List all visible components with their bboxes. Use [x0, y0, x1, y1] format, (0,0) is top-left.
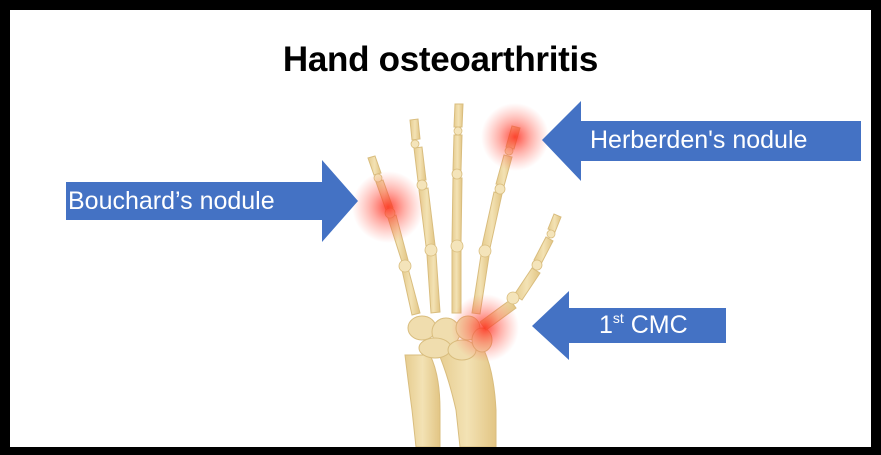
herberden-label: Herberden's nodule: [590, 126, 807, 155]
bouchard-label: Bouchard’s nodule: [68, 187, 275, 216]
herberden-highlight: [481, 103, 549, 171]
cmc-number: 1: [599, 311, 613, 339]
cmc-superscript: st: [613, 310, 624, 326]
cmc-highlight: [451, 294, 519, 362]
cmc-label: 1st CMC: [599, 310, 688, 340]
forearm-bones: [405, 350, 496, 447]
bouchard-highlight: [352, 171, 424, 243]
hand-diagram: [10, 10, 871, 447]
cmc-text: CMC: [624, 311, 688, 339]
